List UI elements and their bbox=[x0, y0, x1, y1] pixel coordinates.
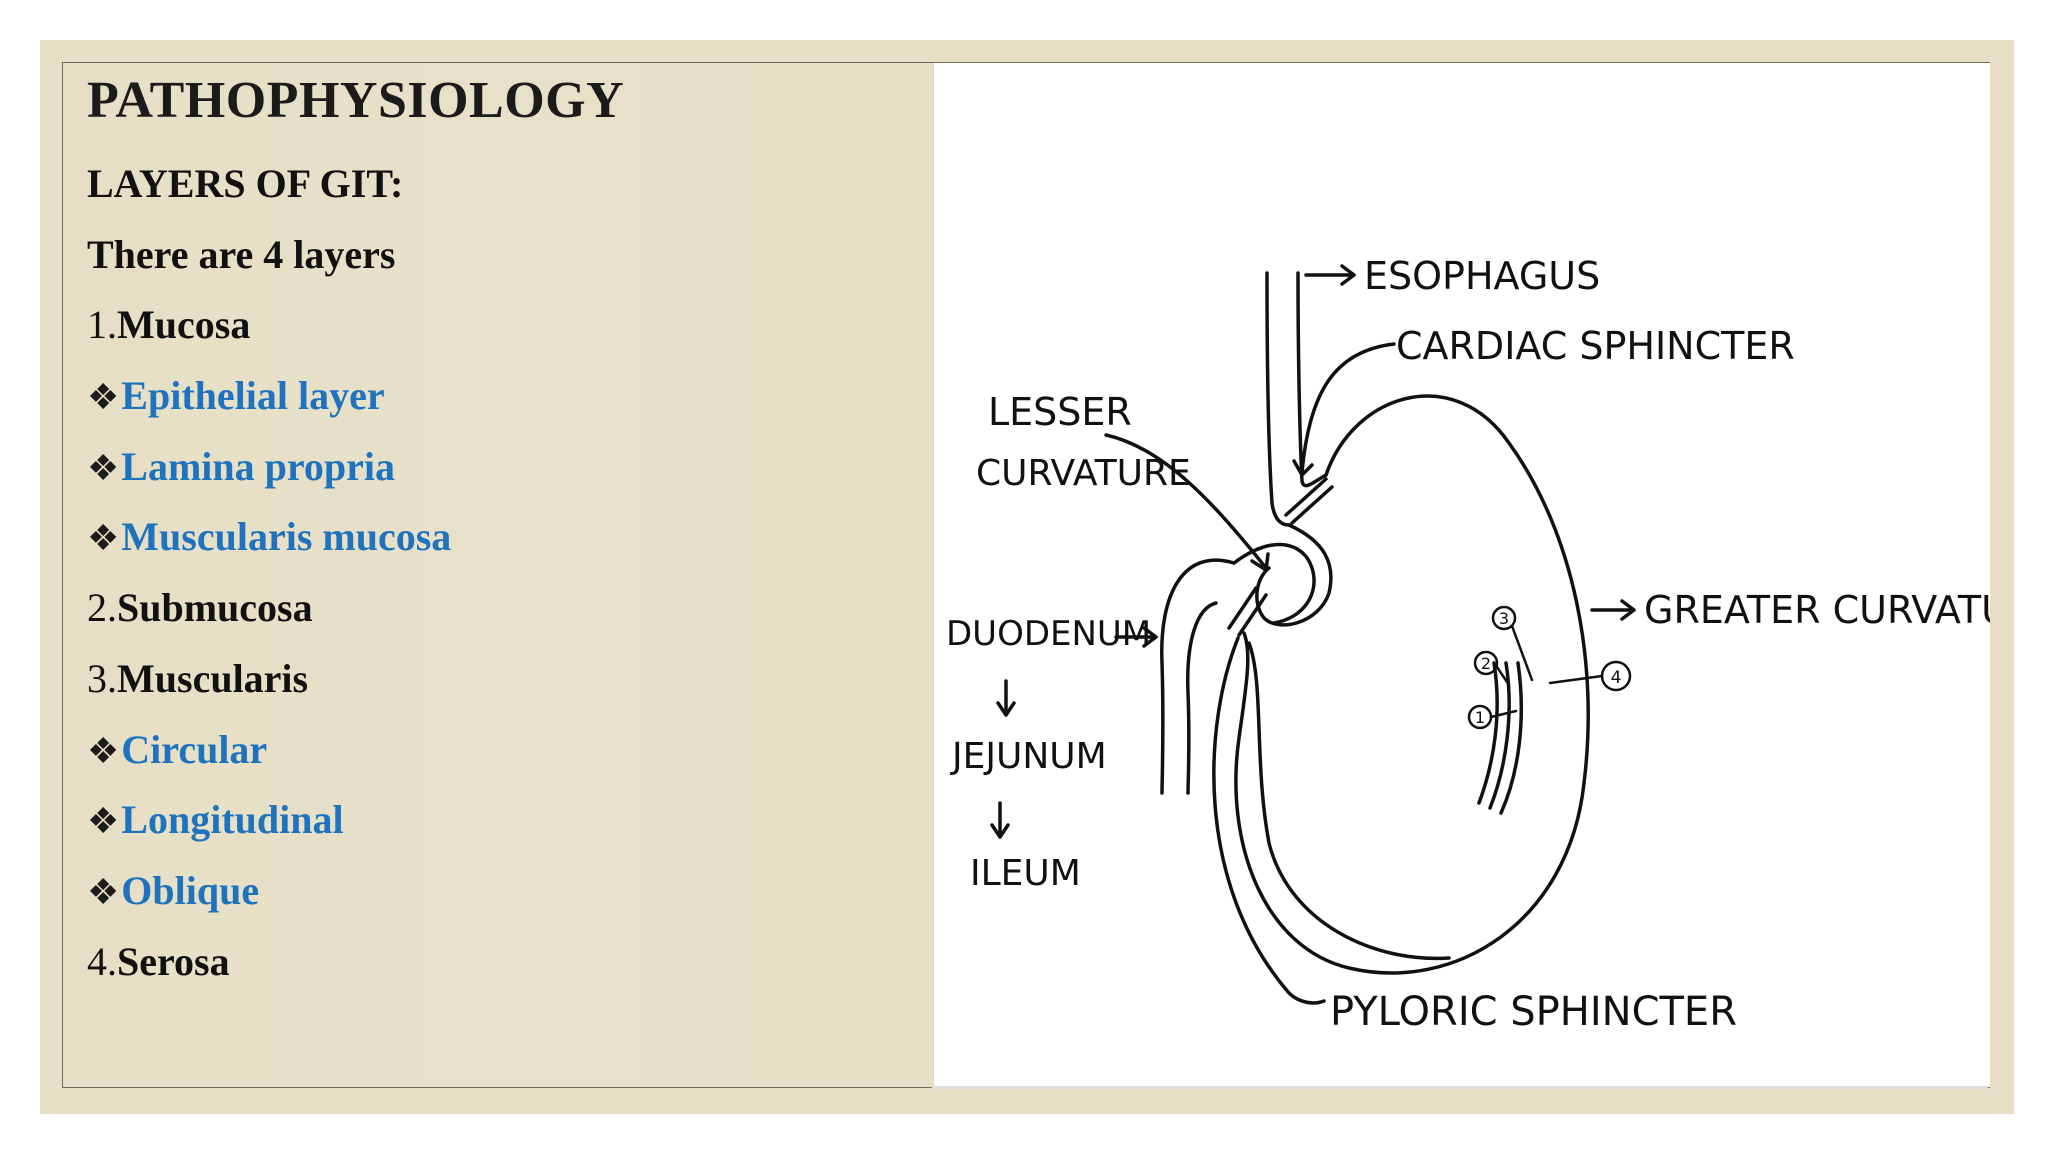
diamond-bullet-icon: ❖ bbox=[87, 730, 120, 771]
list-item: 1.Mucosa bbox=[87, 302, 251, 348]
label-greater-curvature: GREATER CURVATURE bbox=[1644, 588, 1990, 632]
label-duodenum: DUODENUM bbox=[946, 614, 1151, 654]
svg-text:4: 4 bbox=[1611, 668, 1622, 688]
layer-line-2 bbox=[1488, 661, 1511, 810]
layer-marker-4: 4 bbox=[1548, 660, 1632, 692]
svg-text:3: 3 bbox=[1499, 609, 1509, 628]
duodenum-inner bbox=[1186, 601, 1218, 795]
label-cardiac-sphincter: CARDIAC SPHINCTER bbox=[1396, 324, 1795, 368]
list-subitem: ❖Circular bbox=[87, 726, 268, 772]
list-subitem: ❖Muscularis mucosa bbox=[87, 514, 452, 560]
list-subitem: ❖Lamina propria bbox=[87, 443, 396, 489]
esophagus-right-wall bbox=[1296, 271, 1328, 488]
label-lesser: LESSER bbox=[988, 390, 1132, 434]
label-jejunum: JEJUNUM bbox=[950, 736, 1107, 777]
list-subitem: ❖Epithelial layer bbox=[87, 373, 385, 419]
diamond-bullet-icon: ❖ bbox=[87, 801, 120, 842]
list-item: 4.Serosa bbox=[87, 938, 230, 984]
image-bottom-edge bbox=[932, 1086, 1988, 1089]
slide-title: PATHOPHYSIOLOGY bbox=[87, 72, 625, 129]
svg-text:1: 1 bbox=[1475, 708, 1485, 727]
layer-line-1 bbox=[1477, 661, 1499, 805]
label-pyloric-sphincter: PYLORIC SPHINCTER bbox=[1330, 989, 1737, 1035]
slide-content: PATHOPHYSIOLOGY LAYERS OF GIT: There are… bbox=[62, 62, 1990, 1088]
stomach-outer-wall bbox=[1234, 394, 1590, 975]
layer-line-3 bbox=[1499, 661, 1523, 815]
list-subtitle: LAYERS OF GIT: bbox=[87, 161, 404, 206]
stomach-sketch: 1 2 3 4 ESOP bbox=[946, 254, 1990, 1035]
lesser-curvature-leader bbox=[1104, 433, 1270, 572]
list-subitem: ❖Oblique bbox=[87, 867, 260, 913]
cardiac-sphincter-leader bbox=[1292, 342, 1396, 477]
esophagus-arrow bbox=[1304, 264, 1356, 286]
esophagus-left-wall bbox=[1265, 271, 1291, 527]
list-subitem: ❖Longitudinal bbox=[87, 797, 344, 843]
lesser-curvature-bulge bbox=[1232, 542, 1316, 625]
duodenum-outer bbox=[1160, 558, 1236, 795]
list-item: 3.Muscularis bbox=[87, 655, 309, 701]
pyloric-sphincter-mark bbox=[1227, 586, 1268, 637]
list-intro: There are 4 layers bbox=[87, 231, 396, 277]
diamond-bullet-icon: ❖ bbox=[87, 518, 120, 559]
greater-curvature-arrow bbox=[1590, 599, 1636, 621]
layer-list: LAYERS OF GIT: There are 4 layers 1.Muco… bbox=[87, 149, 451, 997]
text-panel: PATHOPHYSIOLOGY LAYERS OF GIT: There are… bbox=[63, 63, 933, 1087]
layer-marker-2: 2 bbox=[1473, 650, 1511, 687]
pyloric-sphincter-leader bbox=[1212, 636, 1326, 1005]
diamond-bullet-icon: ❖ bbox=[87, 377, 120, 418]
diamond-bullet-icon: ❖ bbox=[87, 871, 120, 912]
svg-text:2: 2 bbox=[1481, 654, 1491, 673]
label-ileum: ILEUM bbox=[970, 853, 1081, 894]
layer-marker-3: 3 bbox=[1491, 605, 1534, 682]
cardiac-sphincter-mark bbox=[1284, 477, 1334, 525]
stomach-inner-lower bbox=[1247, 641, 1451, 961]
duodenum-arrow bbox=[1114, 626, 1158, 648]
slide-frame: PATHOPHYSIOLOGY LAYERS OF GIT: There are… bbox=[40, 40, 2014, 1114]
stomach-inner-wall bbox=[1255, 523, 1333, 627]
label-curvature: CURVATURE bbox=[976, 453, 1191, 494]
diamond-bullet-icon: ❖ bbox=[87, 447, 120, 488]
stomach-diagram: 1 2 3 4 ESOP bbox=[933, 63, 1990, 1087]
list-item: 2.Submucosa bbox=[87, 585, 313, 631]
jejunum-arrow bbox=[996, 679, 1016, 717]
label-esophagus: ESOPHAGUS bbox=[1364, 254, 1600, 298]
layer-marker-1: 1 bbox=[1467, 704, 1518, 730]
ileum-arrow bbox=[990, 801, 1010, 839]
